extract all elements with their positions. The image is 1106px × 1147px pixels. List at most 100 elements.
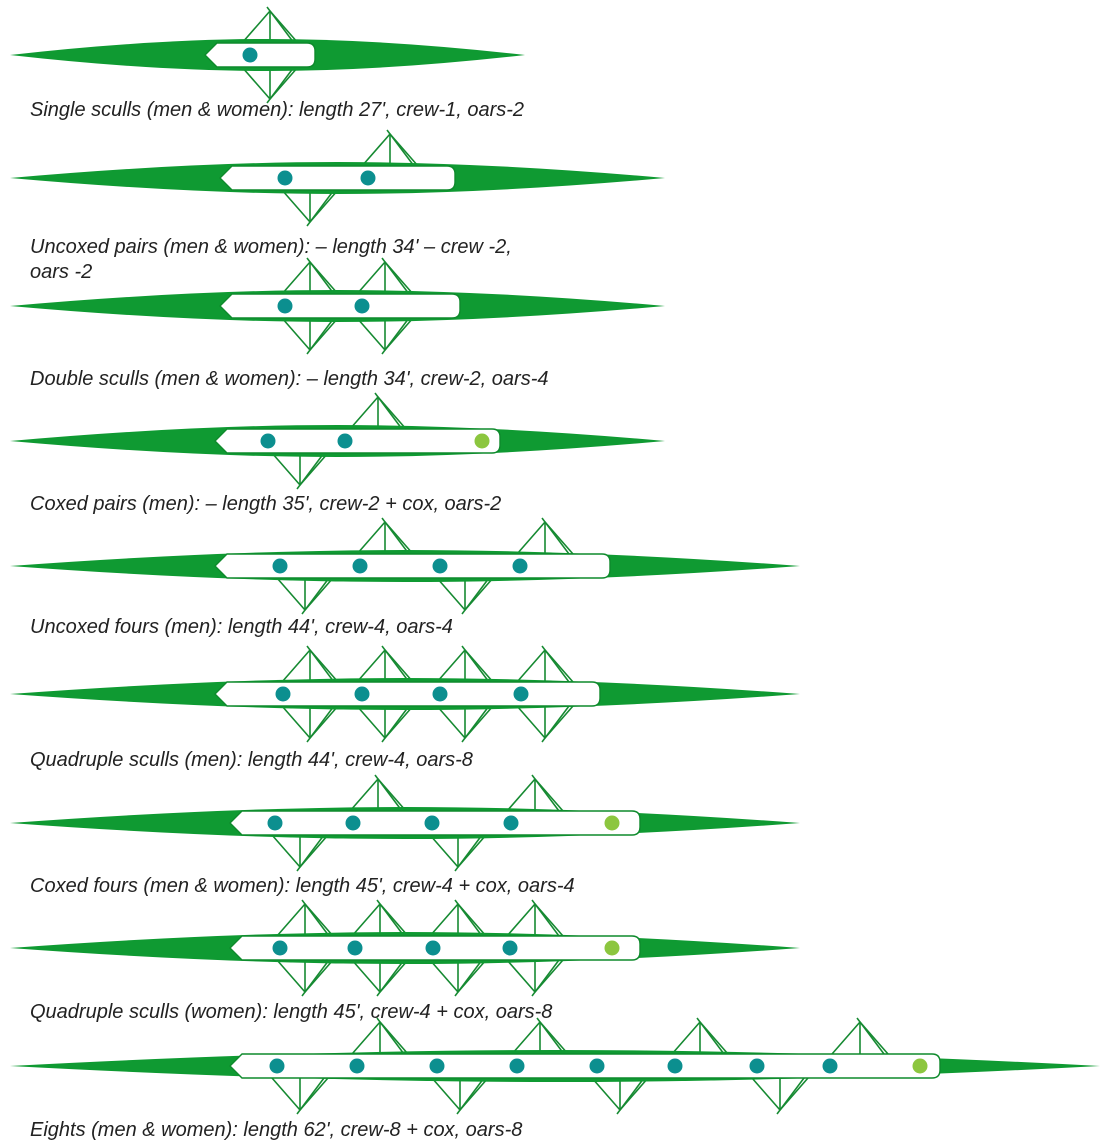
- rower-seat: [272, 558, 288, 574]
- rower-seat: [352, 558, 368, 574]
- deck: [229, 1053, 941, 1079]
- rower-seat: [589, 1058, 605, 1074]
- rigger-strut: [301, 577, 330, 615]
- rigger-strut: [531, 899, 560, 937]
- rower-seat: [749, 1058, 765, 1074]
- caption-quadruple-sculls-men: Quadruple sculls (men): length 44', crew…: [30, 749, 473, 771]
- rigger-strut: [454, 959, 483, 997]
- caption-coxed-fours: Coxed fours (men & women): length 45', c…: [30, 875, 575, 897]
- rigger-strut: [456, 1077, 485, 1115]
- boat-quadruple-sculls-women: [10, 899, 800, 997]
- rower-seat: [512, 558, 528, 574]
- rower-seat: [503, 815, 519, 831]
- deck: [219, 165, 456, 191]
- cox-seat: [912, 1058, 928, 1074]
- rower-seat: [502, 940, 518, 956]
- rower-seat: [345, 815, 361, 831]
- boat-double-sculls: [10, 257, 665, 355]
- rower-seat: [269, 1058, 285, 1074]
- caption-coxed-pairs: Coxed pairs (men): – length 35', crew-2 …: [30, 493, 502, 515]
- rigger-strut: [306, 317, 335, 355]
- rigger-strut: [306, 189, 335, 227]
- rigger-strut: [266, 66, 295, 104]
- rigger-strut: [381, 317, 410, 355]
- rower-seat: [260, 433, 276, 449]
- rigger-strut: [374, 774, 403, 812]
- rower-seat: [429, 1058, 445, 1074]
- deck: [214, 681, 601, 707]
- rigger: [429, 899, 487, 997]
- rigger-strut: [381, 517, 410, 555]
- cox-seat: [604, 940, 620, 956]
- rigger: [506, 899, 564, 997]
- boat-single-sculls: [10, 6, 525, 104]
- rigger-strut: [616, 1077, 645, 1115]
- rower-seat: [667, 1058, 683, 1074]
- rigger: [281, 645, 339, 743]
- cox-seat: [604, 815, 620, 831]
- rigger-strut: [301, 959, 330, 997]
- deck: [204, 42, 316, 68]
- rigger-strut: [776, 1077, 805, 1115]
- deck: [214, 553, 611, 579]
- rigger-strut: [541, 705, 570, 743]
- rigger-strut: [541, 645, 570, 683]
- rigger-strut: [306, 645, 335, 683]
- rower-seat: [513, 686, 529, 702]
- rower-seat: [272, 940, 288, 956]
- rigger-strut: [306, 257, 335, 295]
- caption-uncoxed-fours: Uncoxed fours (men): length 44', crew-4,…: [30, 616, 453, 638]
- deck: [219, 293, 461, 319]
- rigger-strut: [376, 899, 405, 937]
- rigger-strut: [266, 6, 295, 44]
- rigger-strut: [461, 705, 490, 743]
- caption-double-sculls: Double sculls (men & women): – length 34…: [30, 368, 549, 390]
- rigger-strut: [381, 645, 410, 683]
- boat-coxed-pairs: [10, 392, 665, 490]
- rower-seat: [822, 1058, 838, 1074]
- caption-single-sculls: Single sculls (men & women): length 27',…: [30, 99, 525, 121]
- rigger-strut: [454, 834, 483, 872]
- boat-eights: [10, 1017, 1100, 1115]
- cox-seat: [474, 433, 490, 449]
- rigger-strut: [696, 1017, 725, 1055]
- rower-seat: [354, 298, 370, 314]
- caption-uncoxed-pairs: Uncoxed pairs (men & women): – length 34…: [30, 236, 512, 283]
- rower-seat: [242, 47, 258, 63]
- deck: [214, 428, 501, 454]
- rower-seat: [277, 298, 293, 314]
- rigger-strut: [381, 705, 410, 743]
- rower-seat: [509, 1058, 525, 1074]
- rower-seat: [277, 170, 293, 186]
- rigger-strut: [856, 1017, 885, 1055]
- rower-seat: [337, 433, 353, 449]
- rigger-strut: [376, 1017, 405, 1055]
- rigger: [241, 6, 299, 104]
- rigger-strut: [531, 774, 560, 812]
- rower-seat: [267, 815, 283, 831]
- rigger-strut: [376, 959, 405, 997]
- rigger-strut: [301, 899, 330, 937]
- rower-seat: [275, 686, 291, 702]
- rigger-strut: [536, 1017, 565, 1055]
- rower-seat: [424, 815, 440, 831]
- rigger: [436, 645, 494, 743]
- rigger-strut: [296, 834, 325, 872]
- boat-quadruple-sculls-men: [10, 645, 800, 743]
- rower-seat: [432, 558, 448, 574]
- rigger-strut: [386, 129, 415, 167]
- rigger-strut: [541, 517, 570, 555]
- boat-uncoxed-pairs: [10, 129, 665, 227]
- rower-seat: [425, 940, 441, 956]
- rigger-strut: [461, 577, 490, 615]
- rigger-strut: [296, 1077, 325, 1115]
- boat-uncoxed-fours: [10, 517, 800, 615]
- rigger-strut: [381, 257, 410, 295]
- caption-quadruple-sculls-women: Quadruple sculls (women): length 45', cr…: [30, 1001, 553, 1023]
- rigger-strut: [296, 452, 325, 490]
- rower-seat: [347, 940, 363, 956]
- rigger-strut: [306, 705, 335, 743]
- rower-seat: [354, 686, 370, 702]
- rigger-strut: [374, 392, 403, 430]
